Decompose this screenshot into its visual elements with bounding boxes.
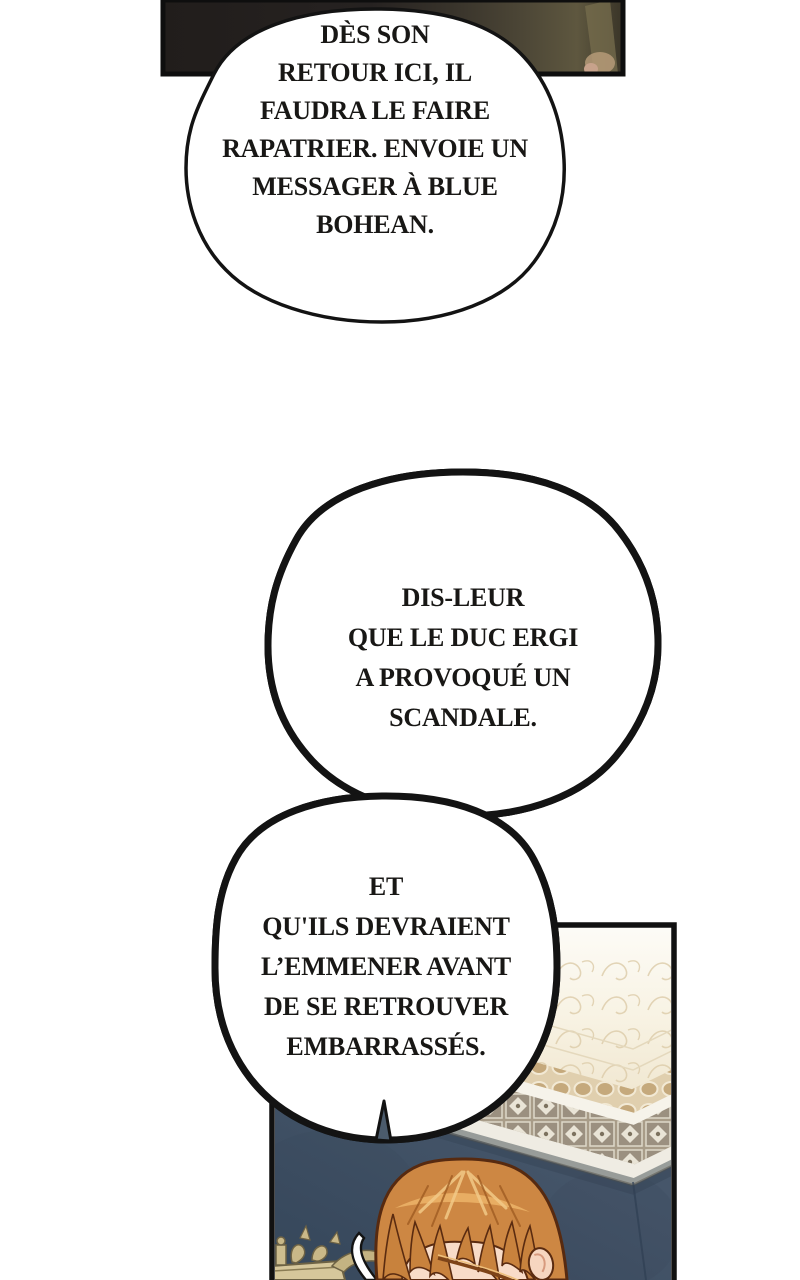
speech-line: EMBARRASSÉS. (286, 1032, 486, 1061)
speech-line: QU'ILS DEVRAIENT (262, 912, 510, 941)
speech-line: MESSAGER À BLUE (252, 172, 498, 201)
speech-line: QUE LE DUC ERGI (347, 623, 579, 652)
character-hair (374, 1157, 569, 1280)
speech-line: DÈS SON (320, 20, 430, 49)
speech-line: RAPATRIER. ENVOIE UN (222, 134, 528, 163)
speech-bubble-2-text: DIS-LEUR QUE LE DUC ERGI A PROVOQUÉ UN S… (293, 578, 633, 738)
speech-bubble-3-text: ET QU'ILS DEVRAIENT L’EMMENER AVANT DE S… (216, 867, 556, 1067)
speech-line: RETOUR ICI, IL (278, 58, 472, 87)
bubble-tail-notch (374, 1099, 393, 1143)
speech-line: DIS-LEUR (401, 583, 525, 612)
speech-line: ET (368, 872, 404, 901)
speech-line: SCANDALE. (389, 703, 537, 732)
speech-line: BOHEAN. (316, 210, 434, 239)
speech-bubble-1-text: DÈS SON RETOUR ICI, IL FAUDRA LE FAIRE R… (205, 16, 545, 244)
speech-line: DE SE RETROUVER (263, 992, 509, 1021)
speech-bubble-1 (184, 7, 566, 324)
speech-line: FAUDRA LE FAIRE (259, 96, 491, 125)
speech-line: A PROVOQUÉ UN (355, 663, 571, 692)
small-bubble-tail (350, 1231, 379, 1280)
speech-line: L’EMMENER AVANT (260, 952, 512, 981)
